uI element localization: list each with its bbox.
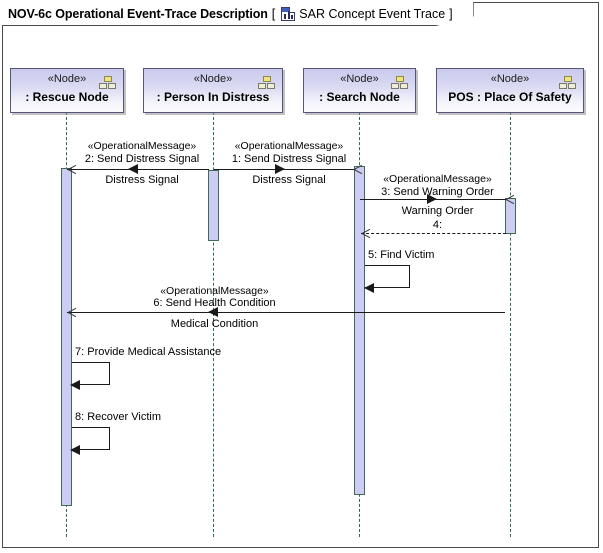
interaction-frame-header: NOV-6c Operational Event-Trace Descripti…	[2, 2, 474, 26]
message-3-signal: Warning Order	[401, 205, 474, 217]
lifeline-head-place-of-safety[interactable]: «Node» POS : Place Of Safety	[436, 68, 584, 113]
lifeline-person-in-distress	[213, 112, 214, 537]
message-4-label: 4:	[432, 219, 443, 231]
activation-bar-place-of-safety	[505, 198, 516, 234]
message-6-arrowhead	[208, 307, 218, 317]
message-1-stereotype: «OperationalMessage»	[234, 140, 344, 152]
message-1-label: 1: Send Distress Signal	[231, 153, 347, 165]
message-2-line[interactable]	[67, 169, 209, 170]
lifeline-place-of-safety	[510, 112, 511, 537]
message-5-self-loop[interactable]	[365, 265, 410, 288]
message-8-arrowhead	[70, 445, 80, 455]
lifeline-head-rescue-node[interactable]: «Node» : Rescue Node	[10, 68, 124, 113]
message-2-signal: Distress Signal	[105, 174, 179, 186]
message-2-label: 2: Send Distress Signal	[84, 153, 200, 165]
message-1-signal: Distress Signal	[252, 174, 326, 186]
message-6-signal: Medical Condition	[170, 318, 259, 330]
message-6-endpoint-arrow	[68, 308, 77, 317]
lifeline-head-search-node[interactable]: «Node» : Search Node	[303, 68, 416, 113]
message-5-arrowhead	[364, 283, 374, 293]
message-6-line[interactable]	[67, 312, 505, 313]
lifeline-name: : Rescue Node	[25, 90, 109, 104]
lifeline-stereotype: «Node»	[490, 73, 530, 85]
message-7-label: 7: Provide Medical Assistance	[75, 346, 222, 358]
message-6-stereotype: «OperationalMessage»	[160, 285, 269, 297]
message-3-stereotype: «OperationalMessage»	[383, 173, 492, 185]
lifeline-head-person-in-distress[interactable]: «Node» : Person In Distress	[143, 68, 283, 113]
node-icon	[559, 76, 577, 91]
diagram-title: NOV-6c Operational Event-Trace Descripti…	[8, 6, 268, 21]
message-1-arrowhead	[275, 164, 285, 174]
message-1-endpoint-arrow	[345, 165, 354, 174]
message-4-endpoint-arrow	[362, 229, 371, 238]
diagram-subtitle: SAR Concept Event Trace	[299, 6, 446, 21]
activation-bar-search-node	[354, 166, 365, 495]
message-2-endpoint-arrow	[68, 165, 77, 174]
lifeline-stereotype: «Node»	[193, 73, 233, 85]
message-7-arrowhead	[70, 380, 80, 390]
message-3-endpoint-arrow	[497, 195, 506, 204]
activation-bar-person-in-distress	[208, 170, 219, 241]
lifeline-stereotype: «Node»	[47, 73, 87, 85]
lifeline-stereotype: «Node»	[340, 73, 379, 85]
message-2-arrowhead	[128, 164, 138, 174]
bracket-open: [	[271, 6, 276, 21]
message-3-label: 3: Send Warning Order	[381, 186, 494, 198]
message-8-self-loop[interactable]	[72, 427, 110, 450]
node-icon	[391, 76, 409, 91]
message-5-label: 5: Find Victim	[368, 249, 435, 261]
lifeline-name: : Search Node	[319, 90, 400, 104]
bracket-close: ]	[449, 6, 453, 21]
lifeline-name: : Person In Distress	[156, 90, 270, 104]
message-6-label: 6: Send Health Condition	[153, 297, 276, 309]
event-trace-diagram-icon	[281, 6, 296, 21]
message-8-label: 8: Recover Victim	[75, 411, 161, 423]
activation-bar-rescue-node	[61, 168, 72, 506]
message-4-line[interactable]	[361, 233, 506, 234]
message-3-arrowhead	[427, 194, 437, 204]
node-icon	[258, 76, 276, 91]
node-icon	[99, 76, 117, 91]
lifeline-name: POS : Place Of Safety	[448, 90, 572, 104]
message-7-self-loop[interactable]	[72, 362, 110, 385]
message-2-stereotype: «OperationalMessage»	[87, 140, 197, 152]
